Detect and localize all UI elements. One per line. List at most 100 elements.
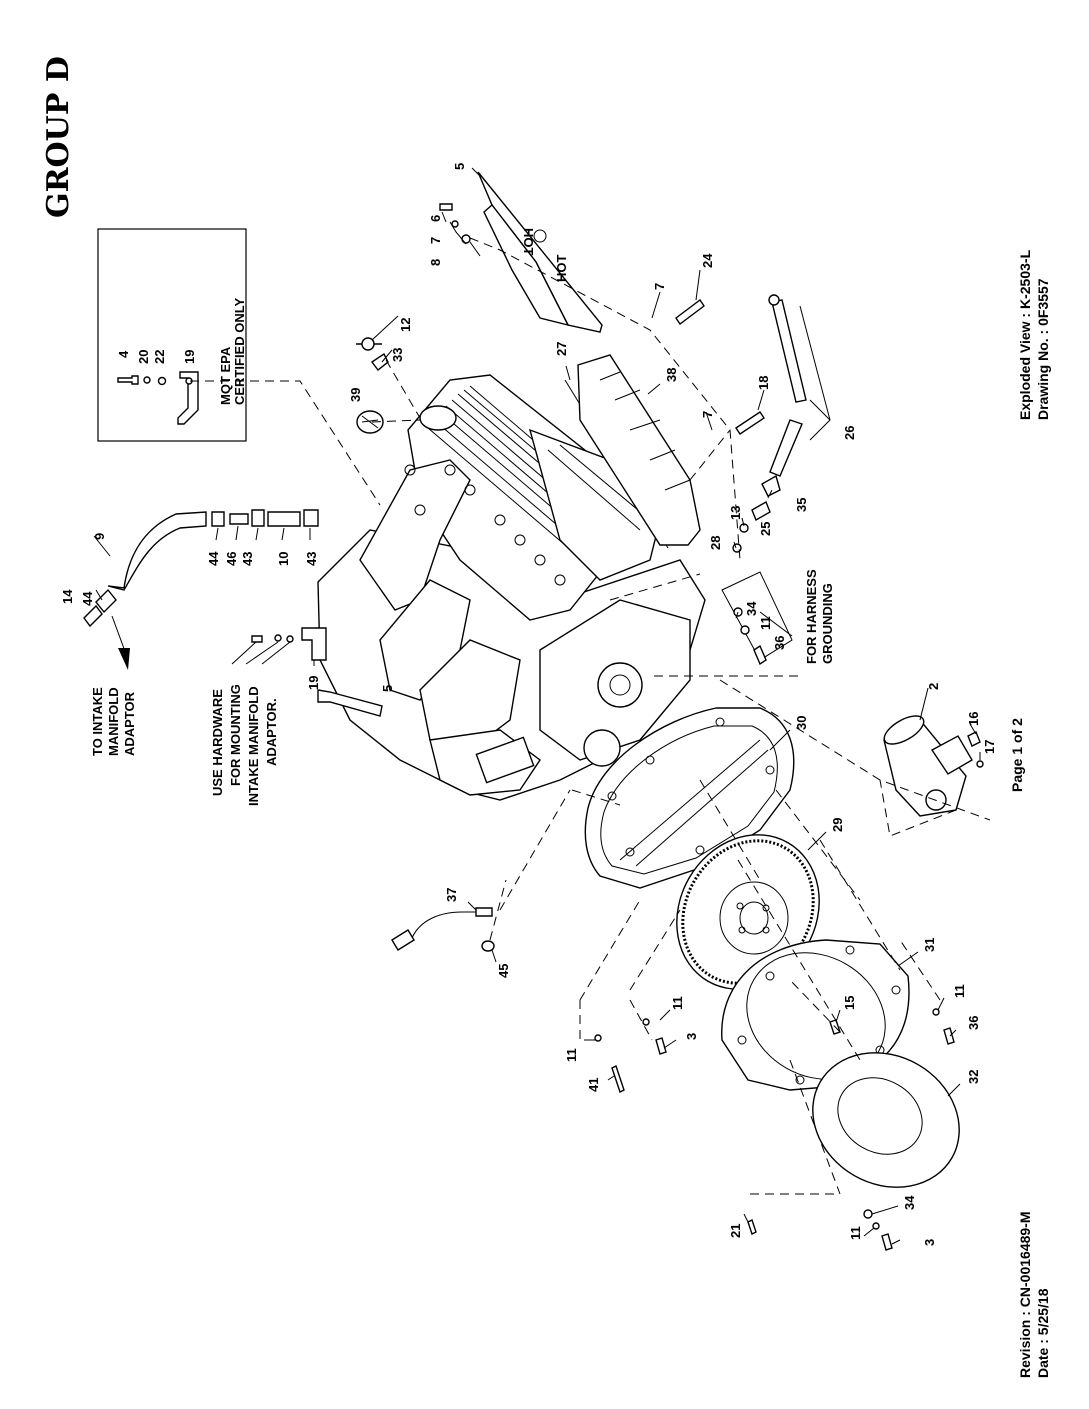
callout-4: 4 bbox=[116, 350, 131, 358]
epa-box-line2: CERTIFIED ONLY bbox=[232, 298, 247, 405]
callout-12: 12 bbox=[398, 318, 413, 332]
bolt-18 bbox=[735, 411, 765, 435]
callout-33: 33 bbox=[390, 348, 405, 362]
callout-labels: 4 20 22 19 5 6 7 8 12 33 27 7 24 39 38 1… bbox=[60, 163, 997, 1246]
callout-43-b: 43 bbox=[304, 552, 319, 566]
callout-28: 28 bbox=[708, 536, 723, 550]
callout-5-engine: 5 bbox=[380, 685, 395, 692]
callout-30: 30 bbox=[794, 716, 809, 730]
note-hardware-line1: USE HARDWARE bbox=[210, 689, 225, 796]
sensor-37 bbox=[391, 907, 493, 951]
harness-ground-plate bbox=[721, 571, 793, 666]
arrow-to-intake bbox=[118, 648, 130, 670]
callout-38: 38 bbox=[664, 368, 679, 382]
adapter-plate-30 bbox=[584, 707, 795, 889]
cover-plate-32 bbox=[812, 1052, 960, 1188]
fittings-44-46-43-10-43 bbox=[211, 509, 319, 527]
revision-date: Date : 5/25/18 bbox=[1035, 1288, 1051, 1378]
note-intake-line2: MANIFOLD bbox=[106, 687, 121, 756]
callout-7-top: 7 bbox=[428, 237, 443, 244]
callout-14: 14 bbox=[60, 589, 75, 604]
hose-26 bbox=[761, 294, 807, 497]
callout-32: 32 bbox=[966, 1070, 981, 1084]
starter-motor-2 bbox=[883, 715, 984, 817]
note-hardware-line2: FOR MOUNTING bbox=[228, 684, 243, 786]
drawing-number: Drawing No. : 0F3557 bbox=[1035, 278, 1051, 420]
callout-26: 26 bbox=[842, 426, 857, 440]
callout-17: 17 bbox=[982, 740, 997, 754]
callout-11-right: 11 bbox=[952, 984, 967, 998]
plug-45 bbox=[481, 940, 495, 952]
callout-39: 39 bbox=[348, 388, 363, 402]
exploded-view-number: Exploded View : K-2503-L bbox=[1017, 249, 1033, 420]
callout-15: 15 bbox=[842, 996, 857, 1010]
callout-24: 24 bbox=[700, 253, 715, 268]
callout-11-mid: 11 bbox=[670, 996, 685, 1010]
callout-44-left: 44 bbox=[80, 591, 95, 606]
flywheel-housing-31 bbox=[721, 939, 910, 1091]
callout-8: 8 bbox=[428, 259, 443, 266]
screw-4 bbox=[117, 375, 139, 385]
callout-20: 20 bbox=[136, 350, 151, 364]
engine-assembly bbox=[317, 374, 706, 801]
callout-36-harness: 36 bbox=[772, 636, 787, 650]
callout-46: 46 bbox=[224, 552, 239, 566]
hose-9 bbox=[83, 511, 207, 628]
callout-7-mid: 7 bbox=[652, 283, 667, 290]
callout-35: 35 bbox=[794, 498, 809, 512]
callout-44: 44 bbox=[206, 551, 221, 566]
callout-34-bottom: 34 bbox=[902, 1195, 917, 1210]
callout-7-low: 7 bbox=[700, 411, 715, 418]
bracket-19 bbox=[177, 371, 199, 425]
note-intake-line1: TO INTAKE bbox=[90, 687, 105, 756]
assembly-lines bbox=[190, 237, 991, 1195]
revision: Revision : CN-0016489-M bbox=[1017, 1211, 1033, 1378]
heat-shield-5: HOT HOT bbox=[477, 171, 603, 333]
callout-10: 10 bbox=[276, 552, 291, 566]
notes: TO INTAKE MANIFOLD ADAPTOR USE HARDWARE … bbox=[90, 569, 835, 806]
heat-shield-hole bbox=[533, 229, 547, 243]
callout-21: 21 bbox=[728, 1224, 743, 1238]
callout-11-bottom: 11 bbox=[848, 1226, 863, 1240]
group-title: GROUP D bbox=[41, 56, 76, 218]
hot-label-1: HOT bbox=[521, 228, 536, 256]
callout-31: 31 bbox=[922, 938, 937, 952]
washer-22 bbox=[157, 376, 167, 386]
callout-13: 13 bbox=[728, 506, 743, 520]
callout-22: 22 bbox=[152, 350, 167, 364]
callout-29: 29 bbox=[830, 818, 845, 832]
lower-fasteners bbox=[594, 1008, 955, 1251]
callout-11-harness: 11 bbox=[758, 616, 773, 630]
leader-lines bbox=[93, 167, 981, 1245]
washer-20 bbox=[143, 376, 151, 384]
callout-36-right: 36 bbox=[966, 1016, 981, 1030]
callout-18: 18 bbox=[756, 376, 771, 390]
stud-5 bbox=[317, 689, 383, 717]
note-harness-line2: GROUNDING bbox=[820, 583, 835, 664]
callout-11-left: 11 bbox=[564, 1048, 579, 1062]
note-hardware-line4: ADAPTOR. bbox=[264, 698, 279, 766]
exhaust-shield-38 bbox=[577, 354, 701, 546]
fastener-6-7-8 bbox=[439, 203, 471, 244]
callout-9: 9 bbox=[92, 533, 107, 540]
clamp-12-33 bbox=[356, 337, 389, 371]
epa-box-line1: MQT EPA bbox=[218, 346, 233, 405]
callout-27: 27 bbox=[554, 342, 569, 356]
callout-6: 6 bbox=[428, 215, 443, 222]
note-intake-line3: ADAPTOR bbox=[122, 691, 137, 756]
callout-16: 16 bbox=[966, 712, 981, 726]
callout-19-inset: 19 bbox=[182, 350, 197, 364]
callout-37: 37 bbox=[444, 888, 459, 902]
crankshaft-pulley bbox=[597, 662, 643, 708]
callout-2: 2 bbox=[926, 683, 941, 690]
note-hardware-line3: INTAKE MANIFOLD bbox=[246, 686, 261, 806]
note-harness-line1: FOR HARNESS bbox=[804, 569, 819, 664]
bolt-24 bbox=[675, 298, 705, 326]
callout-3-mid: 3 bbox=[684, 1033, 699, 1040]
callout-43-a: 43 bbox=[240, 552, 255, 566]
hot-label-2: HOT bbox=[554, 255, 569, 283]
callout-5-top: 5 bbox=[452, 163, 467, 170]
bracket-19-main bbox=[251, 627, 327, 661]
